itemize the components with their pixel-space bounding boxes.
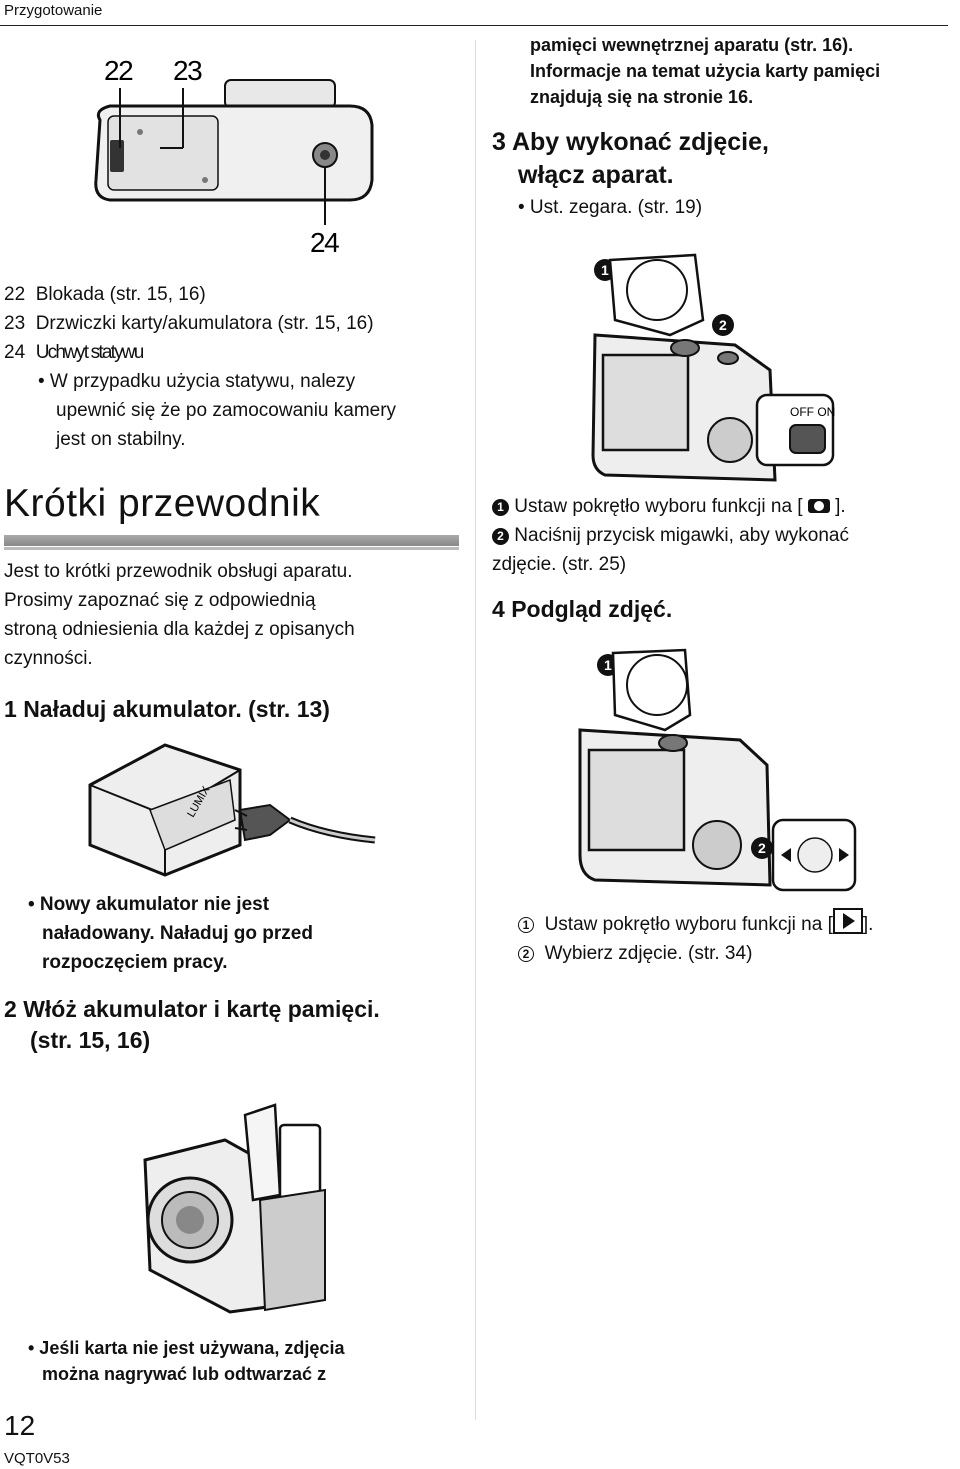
label-24: 24 (310, 227, 339, 258)
battery-insert-figure (143, 1103, 326, 1314)
intro-line-1: Jest to krótki przewodnik obsługi aparat… (4, 561, 353, 582)
step-4-item-2: 2 Wybierz zdjęcie. (str. 34) (518, 939, 958, 968)
memory-note: pamięci wewnętrznej aparatu (str. 16). I… (530, 32, 950, 110)
quick-guide-title: Krótki przewodnik (4, 482, 321, 525)
step-2-heading: 2 Włóż akumulator i kartę pamięci. (str.… (4, 994, 380, 1056)
memory-note-line-3: znajdują się na stronie 16. (530, 87, 754, 107)
camera-bottom-figure: 22 23 24 (94, 55, 374, 258)
step-2-note-line-2: można nagrywać lub odtwarzać z (42, 1364, 327, 1384)
tripod-note-2: upewnić się że po zamocowaniu kamery (56, 400, 397, 421)
camera-playback-figure: 1 2 (578, 648, 857, 892)
memory-note-line-2: Informacje na temat użycia karty pamięci (530, 61, 881, 81)
parts-list: 22 Blokada (str. 15, 16) 23 Drzwiczki ka… (4, 280, 474, 454)
memory-note-line-1: pamięci wewnętrznej aparatu (str. 16). (530, 35, 854, 55)
step-3-item-1: 1 Ustaw pokrętło wyboru funkcji na [ ]. (492, 492, 952, 521)
charger-figure: LUMIX (88, 743, 376, 877)
intro-line-3: stroną odniesienia dla każdej z opisanyc… (4, 619, 355, 640)
svg-text:1: 1 (604, 657, 612, 673)
part-22: 22 Blokada (str. 15, 16) (4, 284, 206, 305)
part-23: 23 Drzwiczki karty/akumulatora (str. 15,… (4, 313, 374, 334)
step-1-note-line-2: naładowany. Naładuj go przed (42, 923, 313, 944)
step-2-heading-line-2: (str. 15, 16) (30, 1027, 151, 1053)
section-header: Przygotowanie (4, 2, 103, 19)
intro-line-2: Prosimy zapoznać się z odpowiednią (4, 590, 316, 611)
tripod-note-1: • W przypadku użycia statywu, nalezy (38, 371, 356, 392)
step-1-note-line-3: rozpoczęciem pracy. (42, 952, 228, 973)
clock-note: • Ust. zegara. (str. 19) (518, 197, 703, 218)
step-1-note-line-1: • Nowy akumulator nie jest (28, 894, 270, 915)
step-3-heading: 3 Aby wykonać zdjęcie, włącz aparat. (492, 126, 942, 192)
step-2-note-line-1: • Jeśli karta nie jest używana, zdjęcia (28, 1338, 345, 1358)
step-1-heading: 1 Naładuj akumulator. (str. 13) (4, 696, 330, 722)
step-3-items: 1 Ustaw pokrętło wyboru funkcji na [ ]. … (492, 492, 952, 579)
step-3-item-2: 2 Naciśnij przycisk migawki, aby wykonać (492, 521, 952, 550)
quick-guide-intro: Jest to krótki przewodnik obsługi aparat… (4, 557, 474, 673)
step-2-note: • Jeśli karta nie jest używana, zdjęcia … (28, 1335, 468, 1387)
label-22: 22 (104, 55, 133, 86)
column-divider (475, 40, 476, 1420)
document-code: VQT0V53 (4, 1450, 70, 1467)
step-4-item-1: 1 Ustaw pokrętło wyboru funkcji na []. (518, 908, 958, 939)
svg-text:2: 2 (758, 840, 766, 856)
svg-text:2: 2 (719, 317, 727, 333)
camera-mode-icon (807, 499, 830, 513)
intro-line-4: czynności. (4, 648, 93, 669)
title-bar (4, 535, 459, 546)
step-3-item-3: zdjęcie. (str. 25) (492, 554, 627, 575)
header-rule (0, 25, 948, 26)
tripod-note-3: jest on stabilny. (56, 429, 186, 450)
title-bar-shadow (4, 547, 459, 550)
page-number: 12 (4, 1410, 36, 1441)
svg-text:1: 1 (601, 262, 609, 278)
step-4-items: 1 Ustaw pokrętło wyboru funkcji na []. 2… (518, 908, 958, 968)
step-3-heading-line-2: włącz aparat. (518, 161, 674, 189)
label-23: 23 (173, 55, 202, 86)
step-1-note: • Nowy akumulator nie jest naładowany. N… (28, 890, 468, 977)
off-on-label: OFF ON (790, 405, 835, 419)
part-24: 24 Uchwyt statywu (4, 342, 144, 363)
camera-poweron-figure: 1 2 OFF ON (591, 253, 835, 482)
step-4-heading: 4 Podgląd zdjęć. (492, 596, 673, 622)
playback-mode-icon (832, 908, 863, 934)
